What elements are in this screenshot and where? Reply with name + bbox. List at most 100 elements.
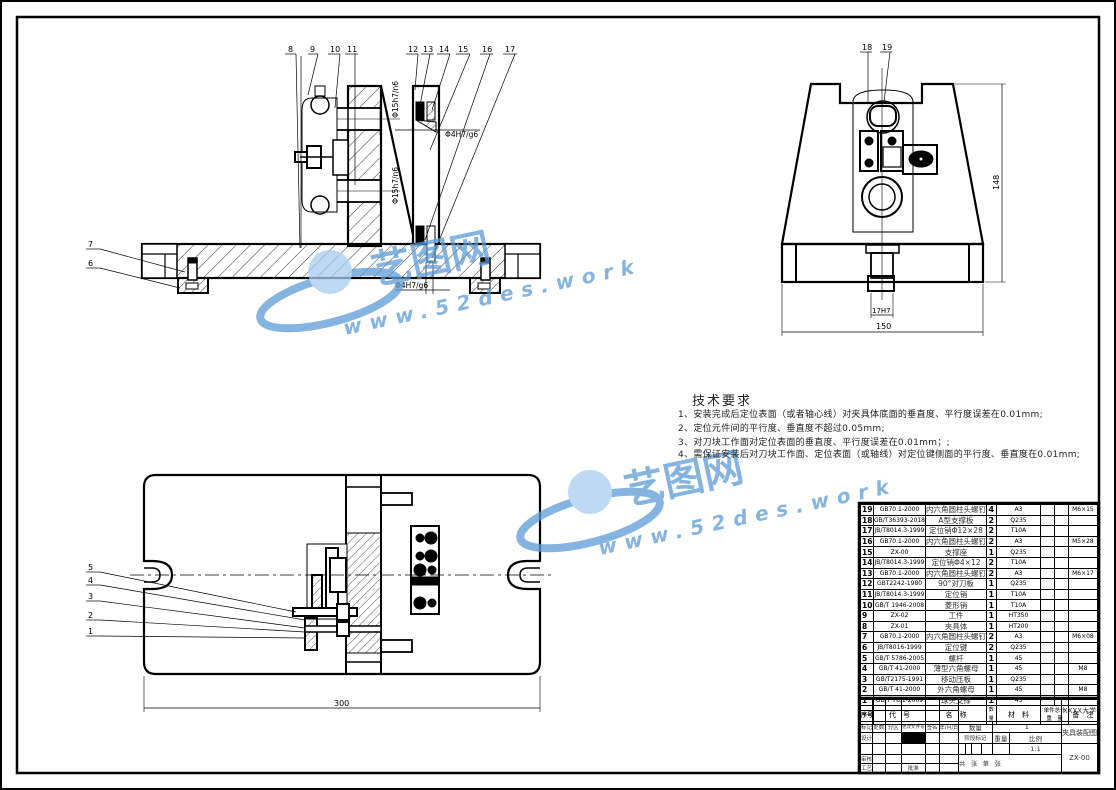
bom-item-weight [1040, 578, 1056, 590]
bom-item-weight [1054, 609, 1069, 622]
balloon-13: 13 [423, 45, 433, 54]
bom-item-code: GB/T 5786-2005 [873, 652, 926, 664]
quantity-label: 数量 [958, 721, 993, 733]
bom-item-code: GB/T 41-2000 [873, 684, 926, 696]
bom-item-weight [1040, 535, 1056, 548]
bom-item-material: Q235 [995, 673, 1042, 686]
bom-item-weight [1054, 662, 1069, 675]
rev-mark-label: 标记 [859, 721, 874, 733]
bom-item-name: 螺杆 [925, 652, 987, 664]
bom-item-no: 8 [859, 620, 875, 633]
bom-item-material: 45 [995, 662, 1042, 675]
bom-item-code: GB70.1-2000 [873, 567, 926, 580]
bom-item-code: JB/T8014.3-1999 [873, 556, 926, 569]
bom-item-name: 外六角螺母 [925, 684, 987, 696]
bom-item-note: M8 [1067, 662, 1099, 675]
sheets-total-label: 共 张 [959, 761, 978, 768]
weight-label: 重量 [991, 732, 1011, 744]
bom-item-qty: 1 [986, 609, 997, 622]
bom-item-name: 内六角圆柱头螺钉 [925, 535, 987, 548]
bom-item-material: T10A [995, 556, 1042, 569]
bom-item-note [1067, 609, 1099, 622]
sheet-number-label: 第 张 [982, 761, 1001, 768]
bom-item-material: Q235 [995, 514, 1042, 527]
bom-item-note [1067, 556, 1099, 569]
bom-item-material: Q235 [995, 578, 1042, 590]
dim-width-150: 150 [876, 322, 891, 331]
bom-item-name: 夹具体 [925, 620, 987, 633]
bom-item-weight [1040, 684, 1056, 696]
bom-item-weight [1040, 588, 1056, 601]
bom-item-weight [1040, 546, 1056, 558]
bom-item-weight [1054, 684, 1069, 696]
bom-item-material: HT200 [995, 620, 1042, 633]
bom-item-weight [1054, 578, 1069, 590]
rev-date-label: 年/月/日 [938, 721, 960, 733]
bom-item-name: 内六角圆柱头螺钉 [925, 631, 987, 643]
process-label: 工艺 [859, 763, 874, 773]
bom-item-qty: 2 [986, 631, 997, 643]
bom-item-note [1067, 514, 1099, 527]
balloon-18: 18 [862, 43, 872, 52]
bom-item-qty: 4 [986, 504, 997, 516]
bom-item-code: GB70.1-2000 [873, 504, 926, 516]
side-view-labels: 18 19 148 150 17H7 [862, 43, 1001, 331]
bom-item-weight [1054, 631, 1069, 643]
tech-requirement-line: 3、对刀块工作面对定位表面的垂直度、平行度误差在0.01mm；; [678, 438, 950, 448]
bom-item-weight [1054, 535, 1069, 548]
balloon-19: 19 [882, 43, 892, 52]
review-label: 审核 [859, 754, 874, 764]
fit-label: Φ15h7/n6 [391, 167, 400, 204]
side-view [780, 51, 1006, 336]
bom-item-qty: 2 [986, 514, 997, 527]
bom-item-material: A3 [995, 535, 1042, 548]
balloon-8: 8 [288, 45, 293, 54]
bom-item-name: 90°对刀板 [925, 578, 987, 590]
bom-item-no: 2 [859, 684, 875, 696]
drawing-number: ZX-00 [1061, 743, 1098, 773]
bom-item-weight [1054, 514, 1069, 527]
bom-item-weight [1040, 631, 1056, 643]
bom-item-weight [1054, 546, 1069, 558]
bom-item-name: 菱形销 [925, 599, 987, 611]
bom-item-weight [1054, 652, 1069, 664]
bom-item-code: GB70.1-2000 [873, 535, 926, 548]
bom-item-weight [1054, 567, 1069, 580]
bom-item-no: 19 [859, 504, 875, 516]
bom-item-material: Q235 [995, 641, 1042, 654]
bom-item-note: M5×28 [1067, 535, 1099, 548]
balloon-12: 12 [408, 45, 418, 54]
bom-item-qty: 1 [986, 599, 997, 611]
balloon-4: 4 [88, 576, 93, 585]
balloon-1: 1 [88, 627, 93, 636]
balloon-16: 16 [482, 45, 492, 54]
bom-item-weight [1054, 673, 1069, 686]
bom-item-note [1067, 652, 1099, 664]
bom-item-qty: 2 [986, 535, 997, 548]
front-balloon-labels: 8 9 10 11 12 13 14 15 16 17 7 6 Φ15h7/n6… [88, 45, 515, 290]
bom-item-note [1067, 673, 1099, 686]
bom-item-weight [1040, 567, 1056, 580]
fit-label: Φ4H7/g6 [445, 130, 478, 139]
scale-value: 1:1 [1009, 743, 1062, 755]
bom-item-material: Q235 [995, 546, 1042, 558]
bom-item-code: GB/T2175-1991 [873, 673, 926, 686]
bom-item-material: A3 [995, 631, 1042, 643]
balloon-17: 17 [505, 45, 515, 54]
bom-item-code: GBT2242-1980 [873, 578, 926, 590]
bom-item-no: 12 [859, 578, 875, 590]
balloon-6: 6 [88, 259, 93, 268]
bom-item-no: 11 [859, 588, 875, 601]
